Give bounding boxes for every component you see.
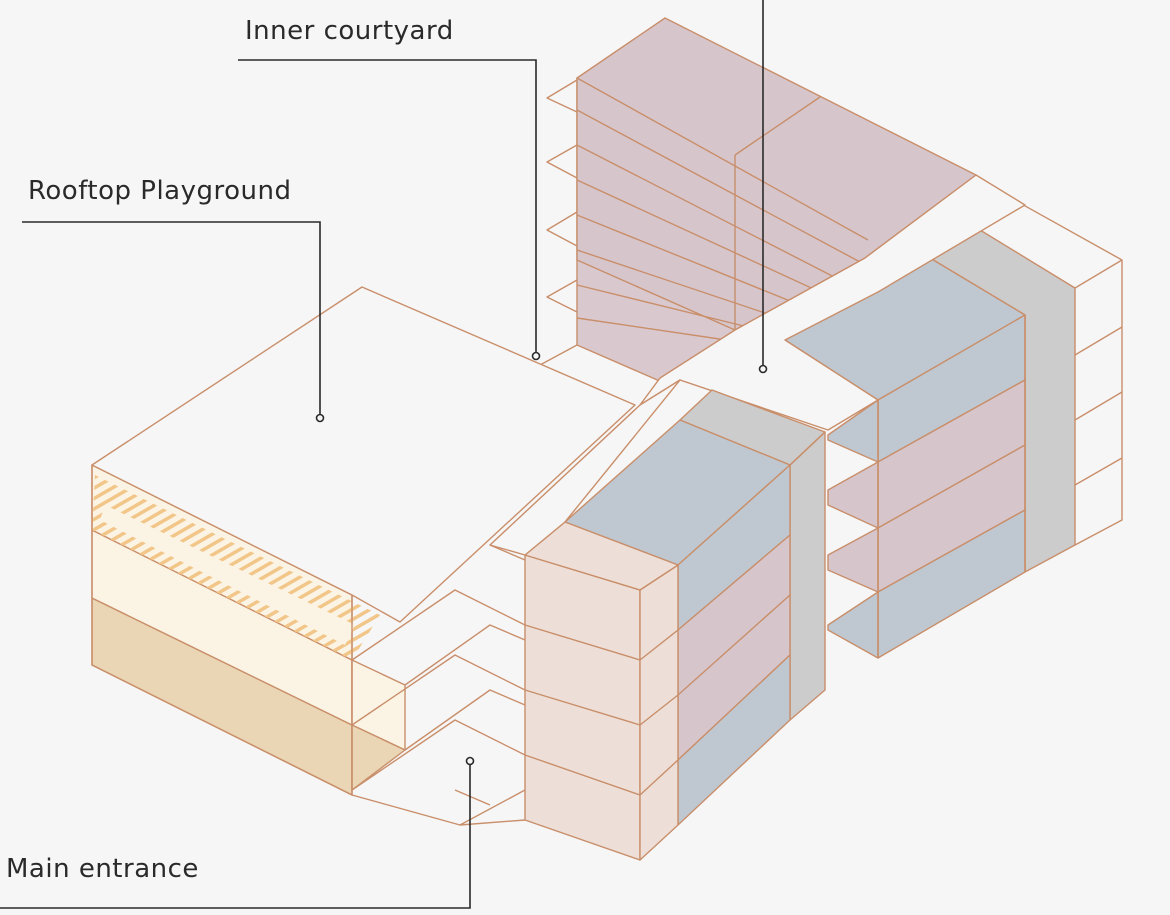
marker-top-callout [758, 364, 768, 374]
label-main-entrance: Main entrance [6, 854, 199, 884]
leader-inner-courtyard [238, 59, 537, 356]
right-block-overhang-2 [827, 461, 879, 529]
middle-roof [489, 379, 681, 556]
right-block-overhang-4 [827, 591, 879, 659]
right-block [784, 177, 1123, 659]
label-inner-courtyard: Inner courtyard [245, 16, 454, 46]
front-block [489, 379, 826, 861]
right-block-overhang-3 [827, 527, 879, 593]
label-rooftop-playground: Rooftop Playground [28, 176, 292, 206]
leader-main-entrance [0, 761, 471, 909]
marker-rooftop-playground [315, 413, 325, 423]
marker-inner-courtyard [531, 351, 541, 361]
peach-block-side [639, 564, 679, 861]
back-block [529, 17, 977, 413]
playground-hatch-inner [100, 505, 355, 645]
left-block [91, 286, 636, 826]
leader-lines [0, 0, 764, 909]
rooftop-playground-roof [91, 286, 636, 623]
leader-rooftop-playground [22, 221, 321, 418]
marker-main-entrance [465, 756, 475, 766]
front-block-grey-side [789, 431, 826, 721]
